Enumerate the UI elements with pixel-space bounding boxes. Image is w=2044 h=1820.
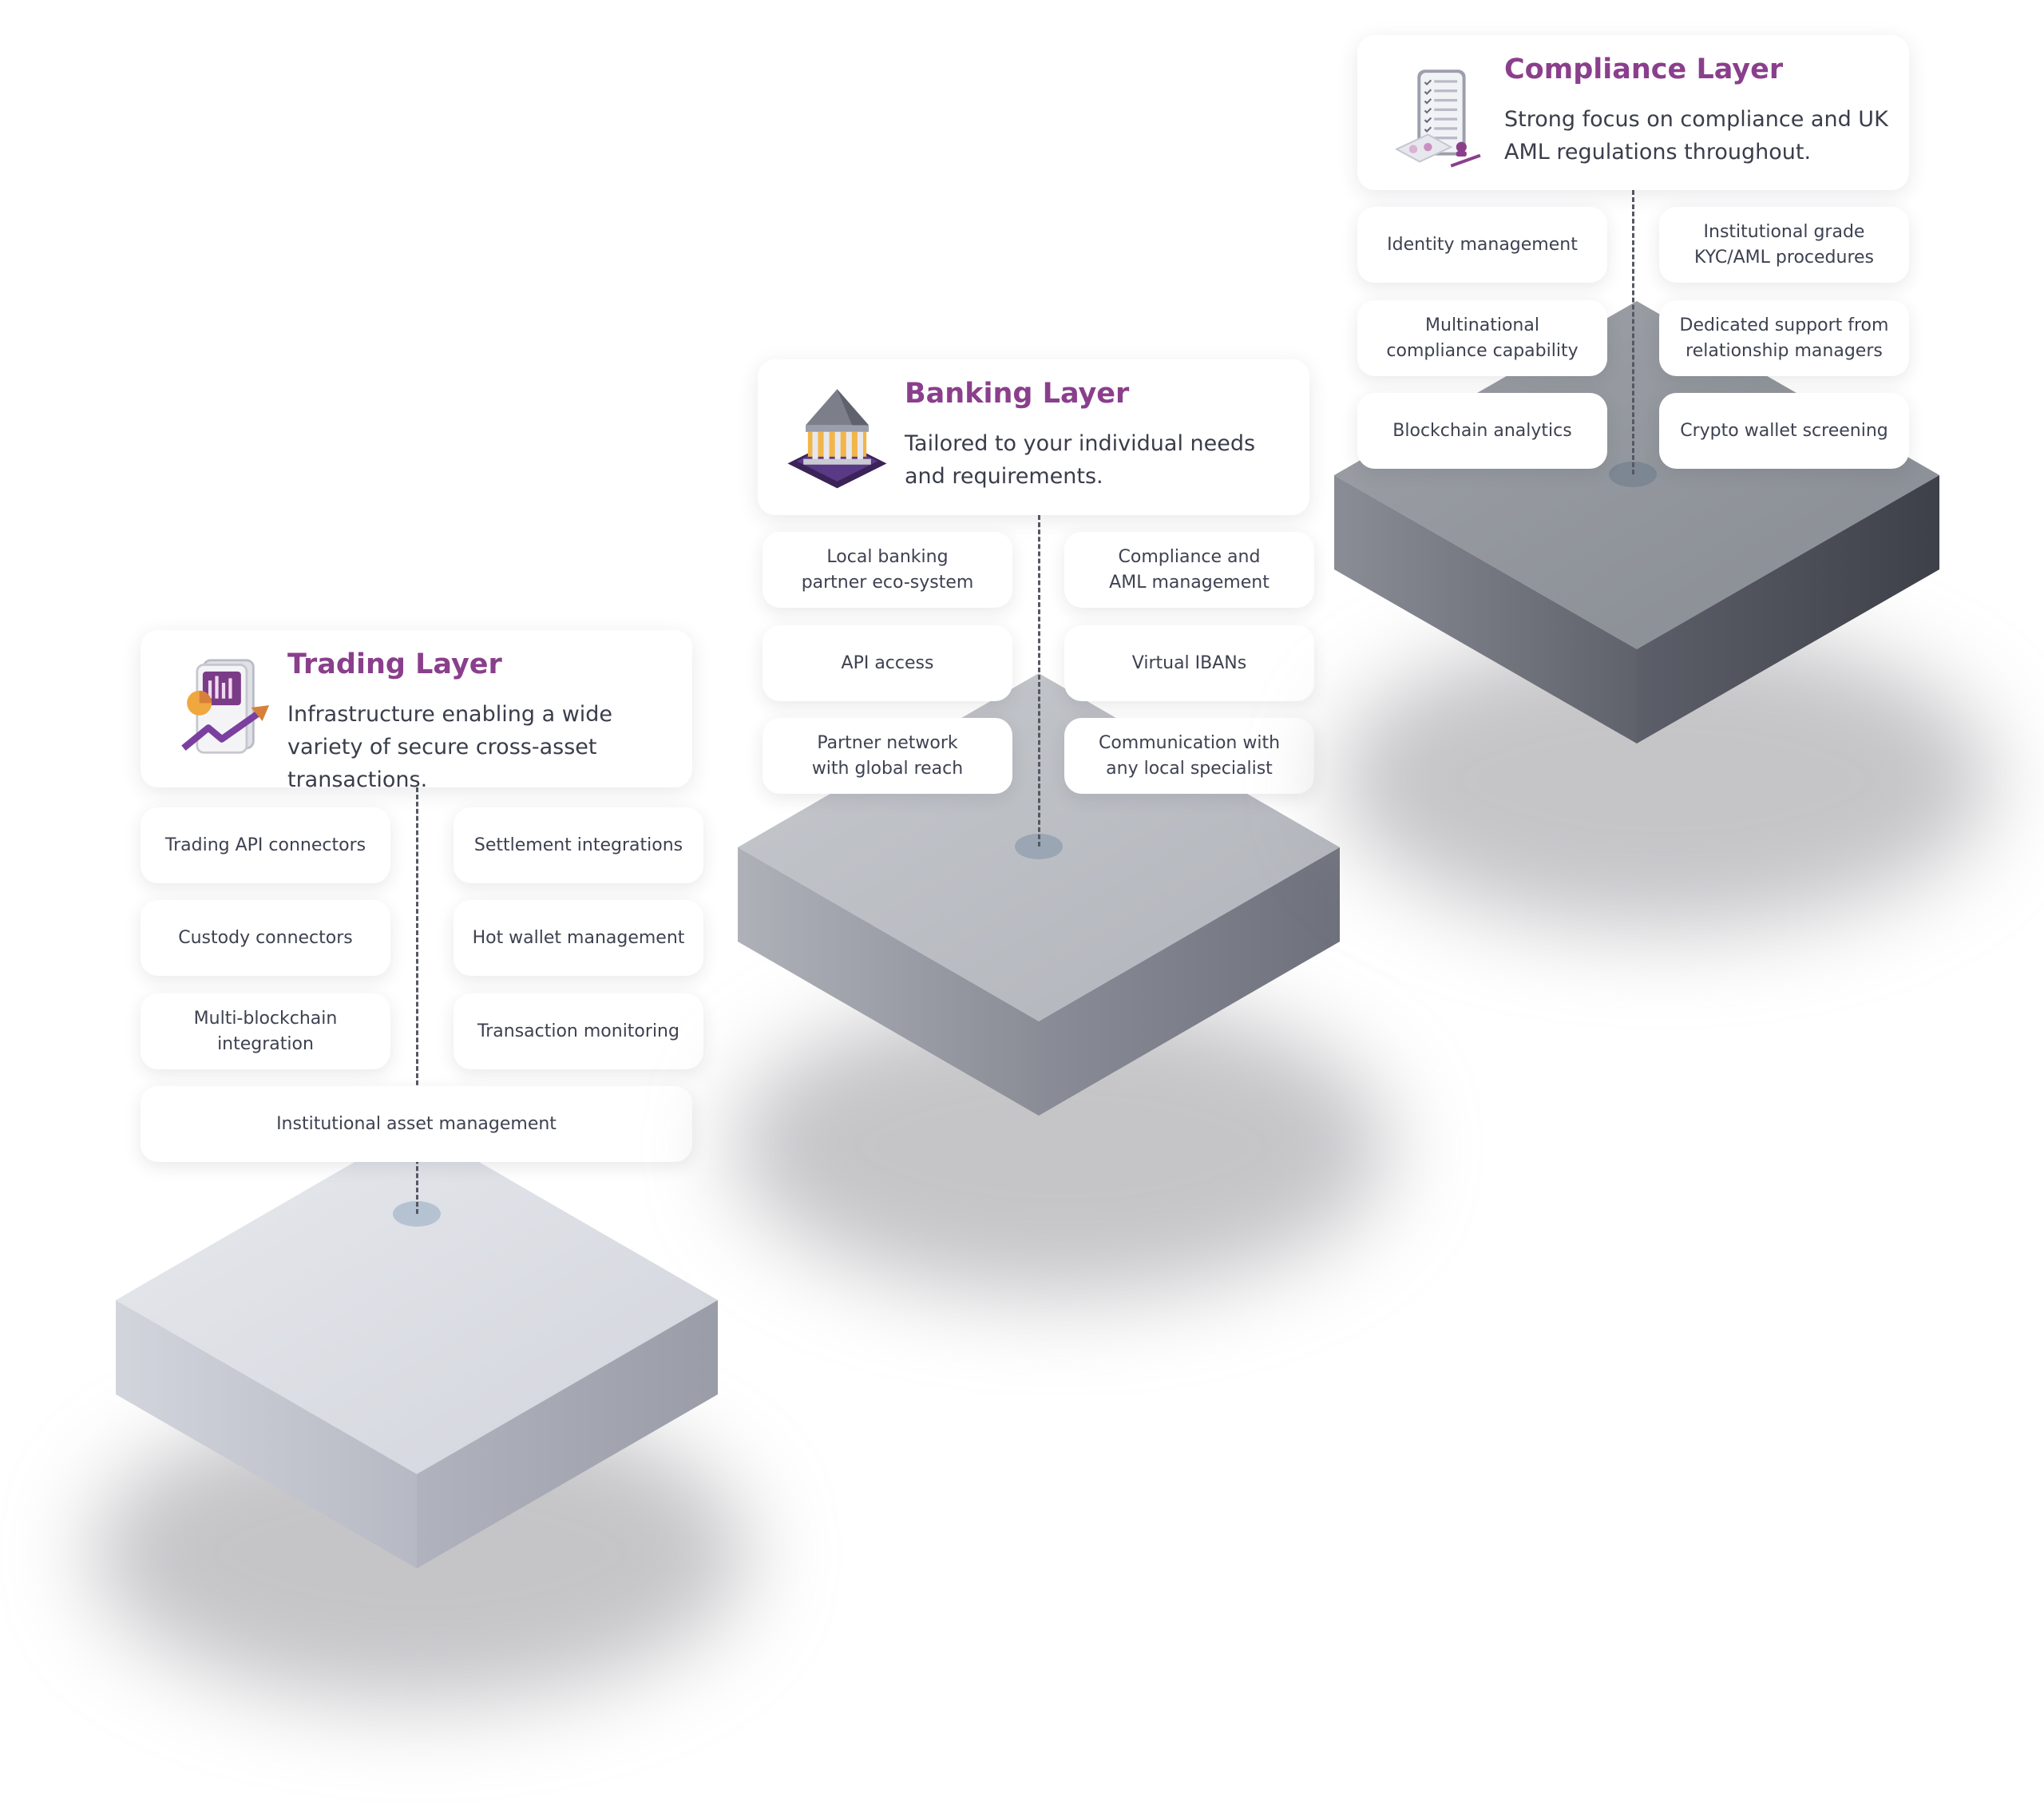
trading-connector-line bbox=[416, 787, 418, 1214]
compliance-checklist-icon bbox=[1394, 69, 1481, 168]
trading-description: Infrastructure enabling a wide variety o… bbox=[287, 702, 613, 792]
banking-title: Banking Layer bbox=[905, 378, 1130, 410]
compliance-feature-card: Identity management bbox=[1357, 207, 1607, 283]
compliance-platform-right bbox=[1637, 475, 1939, 743]
banking-feature-card: Local banking partner eco-system bbox=[763, 532, 1012, 608]
trading-feature-card: Transaction monitoring bbox=[454, 993, 703, 1069]
banking-description: Tailored to your individual needs and re… bbox=[905, 431, 1256, 489]
trading-feature-card: Settlement integrations bbox=[454, 807, 703, 883]
banking-connector-line bbox=[1038, 515, 1040, 847]
trading-feature-card: Institutional asset management bbox=[141, 1086, 692, 1162]
banking-feature-card: Compliance and AML management bbox=[1064, 532, 1314, 608]
compliance-title: Compliance Layer bbox=[1504, 54, 1784, 85]
trading-feature-card: Custody connectors bbox=[141, 900, 390, 976]
trading-title: Trading Layer bbox=[287, 648, 502, 680]
compliance-feature-card: Institutional grade KYC/AML procedures bbox=[1659, 207, 1909, 283]
banking-feature-card: API access bbox=[763, 625, 1012, 701]
compliance-feature-card: Multinational compliance capability bbox=[1357, 300, 1607, 376]
banking-feature-card: Communication with any local specialist bbox=[1064, 718, 1314, 794]
trading-feature-card: Trading API connectors bbox=[141, 807, 390, 883]
trading-platform-right bbox=[417, 1300, 718, 1568]
trading-feature-card: Hot wallet management bbox=[454, 900, 703, 976]
compliance-connector-line bbox=[1632, 190, 1634, 474]
compliance-connector-dot bbox=[1609, 462, 1657, 487]
trading-connector-dot bbox=[393, 1201, 441, 1227]
trading-chart-icon bbox=[181, 659, 270, 754]
banking-platform-left bbox=[738, 847, 1039, 1116]
banking-connector-dot bbox=[1015, 834, 1063, 859]
trading-platform-left bbox=[116, 1300, 417, 1568]
trading-feature-card: Multi-blockchain integration bbox=[141, 993, 390, 1069]
bank-building-icon bbox=[787, 389, 887, 489]
compliance-platform-left bbox=[1334, 475, 1637, 743]
banking-feature-card: Partner network with global reach bbox=[763, 718, 1012, 794]
compliance-description: Strong focus on compliance and UK AML re… bbox=[1504, 107, 1888, 165]
banking-platform-right bbox=[1039, 847, 1340, 1116]
compliance-feature-card: Crypto wallet screening bbox=[1659, 393, 1909, 469]
banking-feature-card: Virtual IBANs bbox=[1064, 625, 1314, 701]
compliance-feature-card: Blockchain analytics bbox=[1357, 393, 1607, 469]
compliance-feature-card: Dedicated support from relationship mana… bbox=[1659, 300, 1909, 376]
